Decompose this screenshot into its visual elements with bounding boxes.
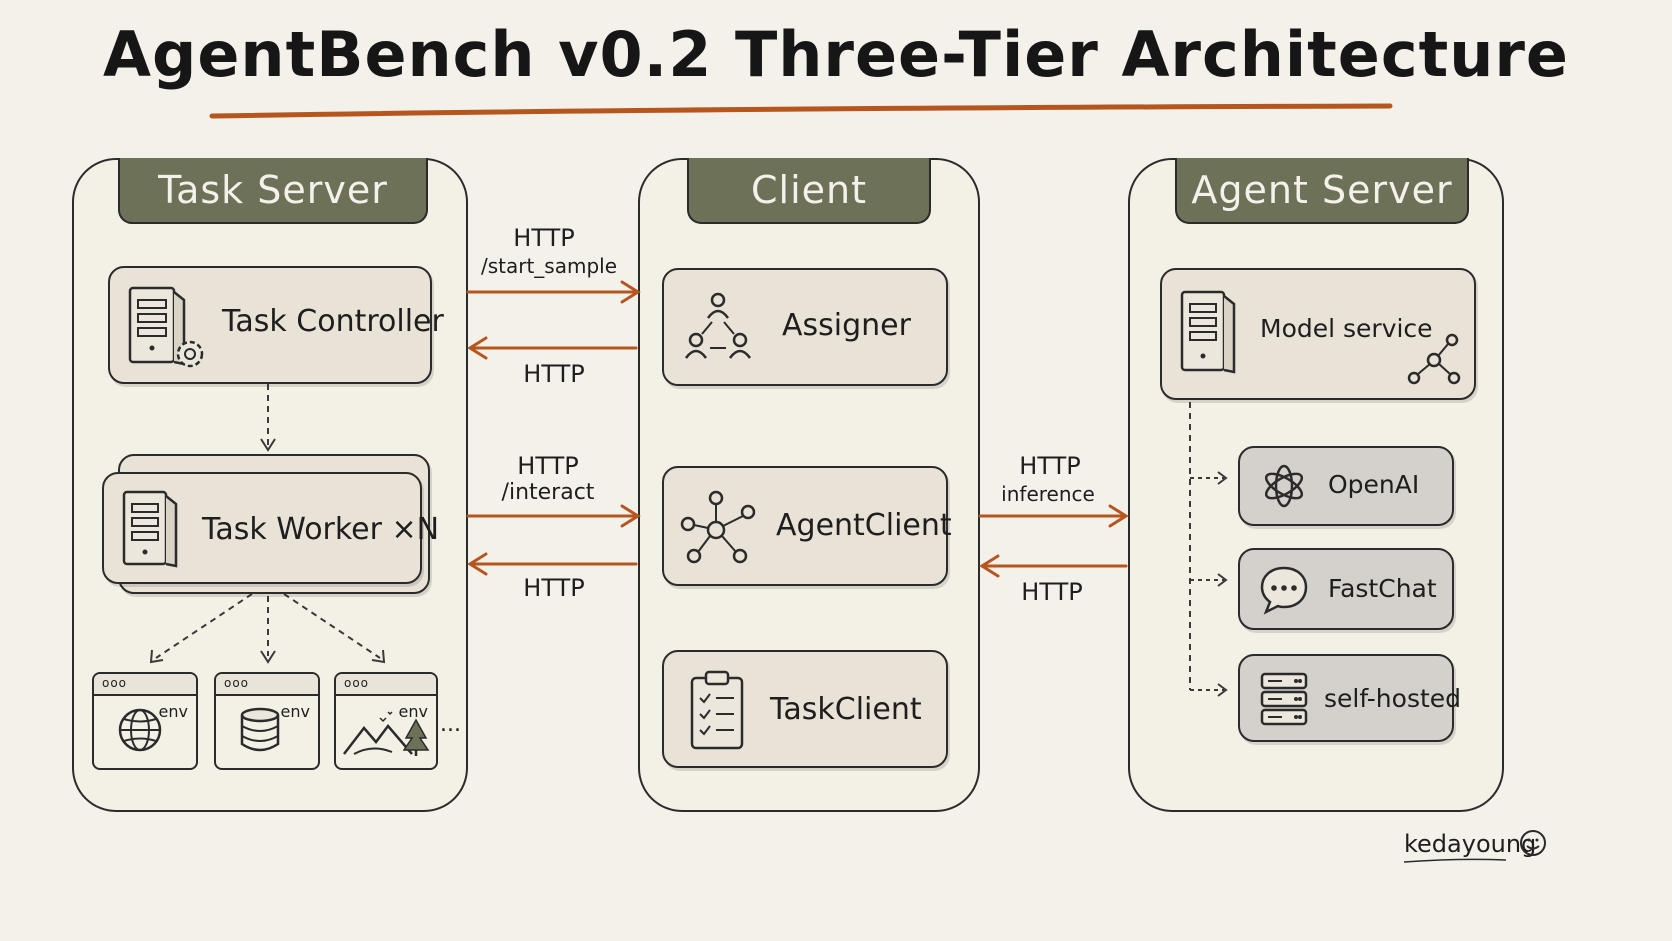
- self-hosted-card[interactable]: self-hosted: [1238, 654, 1461, 742]
- interact-label-1: HTTP: [517, 452, 579, 480]
- chat-bubble-icon: [1258, 564, 1310, 620]
- server-rack-icon: [1258, 670, 1310, 732]
- agentclient-card[interactable]: AgentClient: [662, 466, 952, 586]
- inference-label-2: inference: [1001, 482, 1095, 506]
- start-sample-label-2: /start_sample: [480, 254, 618, 278]
- client-header: Client: [687, 158, 931, 224]
- server-icon: [120, 488, 184, 574]
- server-gear-icon: [124, 284, 206, 374]
- network-nodes-icon: [680, 490, 760, 570]
- task-worker-label: Task Worker ×N: [202, 512, 440, 547]
- page-title: AgentBench v0.2 Three-Tier Architecture: [103, 18, 1569, 91]
- interact-label-2: /interact: [501, 480, 595, 505]
- smiley-icon: [1518, 828, 1548, 862]
- task-controller-label: Task Controller: [222, 304, 444, 339]
- start-sample-label-1: HTTP: [513, 224, 575, 252]
- people-network-icon: [684, 290, 754, 368]
- more-envs-ellipsis: ...: [440, 712, 461, 737]
- start-sample-response-label: HTTP: [523, 360, 585, 388]
- taskclient-label: TaskClient: [770, 692, 922, 727]
- assigner-card[interactable]: Assigner: [662, 268, 948, 386]
- openai-card[interactable]: OpenAI: [1238, 446, 1454, 526]
- signature: kedayoung: [1404, 830, 1537, 858]
- env-window-scene[interactable]: ooo env: [334, 672, 438, 770]
- env-window-db[interactable]: ooo env: [214, 672, 320, 770]
- env-label: env: [280, 702, 310, 721]
- task-worker-card[interactable]: Task Worker ×N: [102, 472, 439, 584]
- openai-label: OpenAI: [1328, 470, 1420, 499]
- fastchat-label: FastChat: [1328, 574, 1437, 603]
- task-controller-card[interactable]: Task Controller: [108, 266, 444, 384]
- share-nodes-icon: [1406, 332, 1462, 392]
- clipboard-checklist-icon: [688, 668, 750, 756]
- model-service-label: Model service: [1260, 314, 1433, 343]
- interact-response-label: HTTP: [523, 574, 585, 602]
- inference-response-label: HTTP: [1021, 578, 1083, 606]
- agent-server-header: Agent Server: [1175, 158, 1469, 224]
- agentclient-label: AgentClient: [776, 508, 952, 543]
- model-service-card[interactable]: Model service: [1160, 268, 1476, 400]
- self-hosted-label: self-hosted: [1324, 684, 1462, 713]
- task-server-header: Task Server: [118, 158, 428, 224]
- globe-icon: [116, 706, 166, 760]
- env-window-web[interactable]: ooo env: [92, 672, 198, 770]
- assigner-label: Assigner: [782, 308, 911, 343]
- taskclient-card[interactable]: TaskClient: [662, 650, 948, 768]
- env-label: env: [398, 702, 428, 721]
- inference-label-1: HTTP: [1019, 452, 1081, 480]
- openai-icon: [1258, 460, 1310, 516]
- landscape-icon: [342, 708, 432, 762]
- fastchat-card[interactable]: FastChat: [1238, 548, 1454, 630]
- env-label: env: [158, 702, 188, 721]
- server-network-icon: [1178, 288, 1242, 382]
- database-icon: [238, 706, 288, 760]
